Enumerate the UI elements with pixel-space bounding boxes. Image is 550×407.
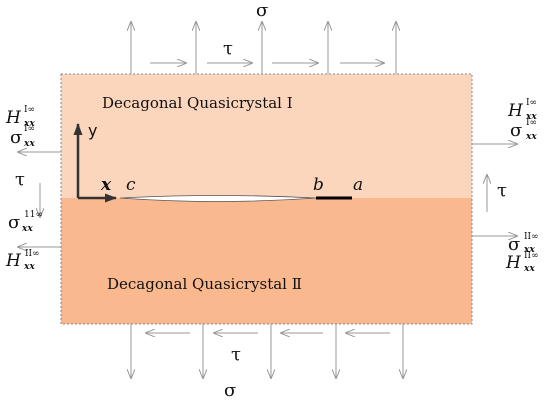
- sigma-symbol: σ: [10, 127, 22, 148]
- H-symbol: H: [5, 108, 22, 128]
- coordinate-axes: [73, 123, 117, 203]
- right-lower-load-labels: σ II∞ xx H II∞ xx: [505, 232, 539, 274]
- subscript: xx: [523, 264, 535, 274]
- sigma-symbol: σ: [508, 234, 520, 255]
- H-symbol: H: [507, 101, 524, 121]
- subscript: xx: [23, 262, 35, 272]
- superscript: I∞: [24, 124, 35, 134]
- superscript: II∞: [524, 232, 539, 242]
- top-tension-arrows: [131, 22, 396, 74]
- bottom-tension-arrows: [131, 324, 403, 378]
- superscript: I∞: [526, 98, 537, 108]
- lower-quasicrystal-region: [61, 198, 472, 324]
- subscript: xx: [21, 224, 33, 234]
- sigma-top-label: σ: [256, 0, 268, 21]
- H-symbol: H: [505, 253, 522, 273]
- tau-left-label: τ: [15, 169, 25, 190]
- right-upper-load-labels: H I∞ xx σ I∞ xx: [507, 98, 537, 142]
- superscript: I∞: [24, 105, 35, 115]
- point-b-label: b: [313, 175, 324, 195]
- tau-top-label: τ: [223, 38, 233, 59]
- superscript: 11∞: [24, 210, 43, 220]
- sigma-bottom-label: σ: [224, 380, 236, 401]
- tau-right-label: τ: [497, 180, 507, 201]
- axis-y-label: y: [88, 121, 97, 140]
- left-side-arrows: [18, 152, 61, 247]
- subscript: xx: [525, 112, 537, 122]
- tau-bottom-label: τ: [231, 344, 241, 365]
- point-a-label: a: [353, 175, 363, 195]
- sigma-symbol: σ: [510, 120, 522, 141]
- specimen-border: [60, 73, 473, 325]
- left-lower-load-labels: σ 11∞ xx H II∞ xx: [5, 210, 43, 272]
- point-c-label: c: [126, 175, 136, 195]
- sigma-symbol: σ: [8, 212, 20, 233]
- H-symbol: H: [5, 251, 22, 271]
- left-upper-load-labels: H I∞ xx σ I∞ xx: [5, 105, 35, 149]
- subscript: xx: [23, 119, 35, 129]
- right-side-arrows: [472, 144, 517, 236]
- lower-region-label: Decagonal Quasicrystal Ⅱ: [107, 275, 302, 293]
- subscript: xx: [525, 132, 537, 142]
- superscript: II∞: [524, 251, 539, 261]
- subscript: xx: [523, 245, 535, 255]
- axis-x-label: x: [100, 175, 112, 195]
- superscript: I∞: [526, 118, 537, 128]
- upper-quasicrystal-region: [61, 74, 472, 198]
- superscript: II∞: [25, 249, 40, 259]
- upper-region-label: Decagonal Quasicrystal Ⅰ: [102, 94, 293, 112]
- subscript: xx: [23, 139, 35, 149]
